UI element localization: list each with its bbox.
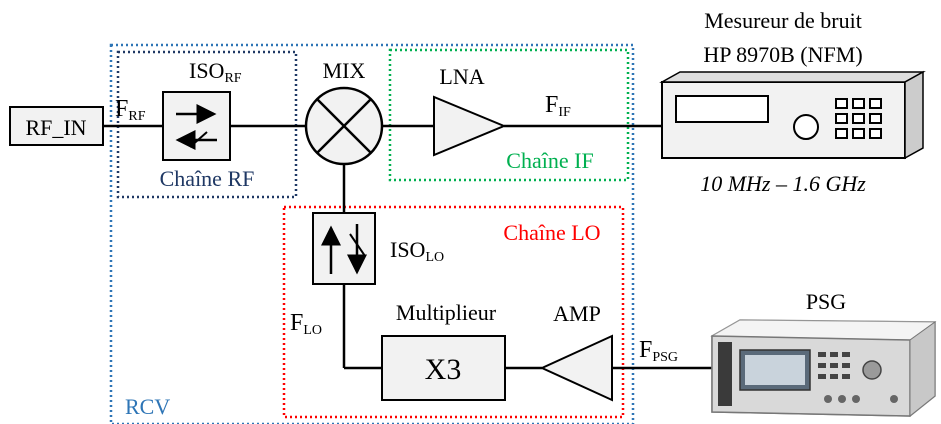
f-psg-label: FPSG (639, 337, 678, 365)
rf-chain-region (116, 50, 298, 199)
amp-amplifier-icon (539, 334, 613, 402)
iso-rf-label: ISORF (189, 58, 242, 86)
mixer-icon (304, 86, 384, 166)
rf-in-label: RF_IN (25, 115, 86, 140)
if-chain-region (388, 48, 630, 182)
chaine-rf-label: Chaîne RF (160, 166, 255, 191)
lna-amplifier-icon (433, 95, 507, 157)
iso-lo-label: ISOLO (390, 237, 444, 265)
multiplieur-label: Multiplieur (396, 300, 497, 325)
signal-wires (103, 124, 712, 370)
chaine-lo-label: Chaîne LO (503, 220, 600, 245)
frequency-range-label: 10 MHz – 1.6 GHz (700, 171, 866, 196)
chaine-if-label: Chaîne IF (506, 148, 593, 173)
mesureur-title-line2: HP 8970B (NFM) (703, 42, 862, 67)
f-lo-label: FLO (290, 310, 322, 338)
signal-generator-icon (710, 319, 937, 418)
f-rf-label: FRF (115, 96, 146, 124)
psg-label: PSG (806, 289, 846, 314)
mesureur-title-line1: Mesureur de bruit (704, 8, 862, 33)
isolator-lo-icon (312, 212, 376, 285)
amp-label: AMP (553, 301, 601, 326)
noise-figure-meter-icon (659, 70, 926, 160)
mix-label: MIX (323, 58, 366, 83)
multiplier-box (381, 335, 506, 401)
lna-label: LNA (439, 64, 484, 89)
x3-label: X3 (425, 353, 462, 386)
f-if-label: FIF (545, 92, 571, 120)
rcv-region (109, 43, 635, 424)
isolator-rf-icon (162, 91, 231, 161)
rf-in-box (9, 106, 104, 146)
rcv-label: RCV (125, 394, 170, 419)
